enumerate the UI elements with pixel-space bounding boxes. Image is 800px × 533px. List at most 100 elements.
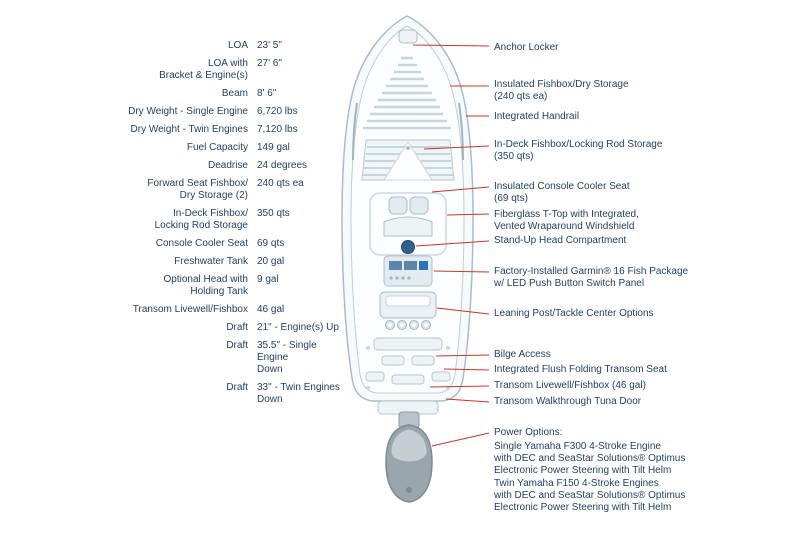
leader-garmin [433, 270, 490, 273]
leader-t-top [446, 213, 490, 216]
spec-value: 9 gal [257, 274, 279, 285]
transom-seat-hatch [373, 337, 443, 351]
spec-label: Optional Head with Holding Tank [163, 274, 249, 297]
leader-cooler-seat [431, 186, 490, 193]
tuna-door [431, 371, 451, 382]
spec-row: Draft 33" - Twin Engines Down [96, 382, 348, 406]
spec-label: Forward Seat Fishbox/ Dry Storage (2) [147, 178, 248, 201]
spec-value: 24 degrees [257, 160, 308, 171]
leader-tuna-door [445, 398, 490, 403]
callout-label: Integrated Handrail [494, 111, 580, 122]
anchor-locker [398, 29, 418, 44]
leader-power-options [431, 432, 490, 447]
spec-label: Draft [226, 382, 248, 393]
spec-label: Deadrise [207, 160, 248, 171]
spec-label: Dry Weight - Twin Engines [130, 124, 248, 135]
spec-row: Draft 35.5" - Single Engine Down [96, 340, 348, 376]
spec-row: In-Deck Fishbox/ Locking Rod Storage 350 … [96, 208, 348, 232]
garmin-screen [389, 261, 402, 270]
leader-transom-livewell [429, 385, 490, 388]
callout-label: In-Deck Fishbox/Locking Rod Storage (350… [494, 139, 663, 162]
spec-row: Freshwater Tank 20 gal [96, 256, 348, 268]
transom-livewell [391, 374, 425, 385]
spec-value: 240 qts ea [257, 178, 304, 189]
spec-row: Dry Weight - Single Engine 6,720 lbs [96, 106, 348, 118]
spec-row: LOA with Bracket & Engine(s) 27' 6" [96, 58, 348, 82]
spec-row: Deadrise 24 degrees [96, 160, 348, 172]
spec-label: LOA with Bracket & Engine(s) [159, 58, 248, 81]
spec-label: Draft [226, 340, 248, 351]
leader-anchor-locker [412, 44, 490, 47]
spec-value: 8' 6" [257, 88, 277, 99]
callout-label: Fiberglass T-Top with Integrated, Vented… [494, 209, 639, 232]
leader-indeck-fishbox [423, 145, 490, 150]
spec-value: 35.5" - Single Engine Down [257, 340, 317, 375]
spec-row: Beam 8' 6" [96, 88, 348, 100]
callout-label: Transom Livewell/Fishbox (46 gal) [494, 380, 646, 391]
spec-value: 350 qts [257, 208, 290, 219]
callout-label: Stand-Up Head Compartment [494, 235, 627, 246]
leader-bilge [435, 354, 490, 357]
callout-label: Anchor Locker [494, 42, 559, 53]
spec-row: Transom Livewell/Fishbox 46 gal [96, 304, 348, 316]
t-top-outline [369, 192, 447, 256]
bow-fishbox-ribs [363, 56, 451, 130]
aft-deck [365, 337, 451, 390]
leader-leaning-post [436, 307, 490, 315]
rod-holders [385, 320, 431, 330]
spec-label: Freshwater Tank [174, 256, 248, 267]
console-windshield [383, 216, 433, 237]
spec-label: Transom Livewell/Fishbox [132, 304, 248, 315]
spec-row: Optional Head with Holding Tank 9 gal [96, 274, 348, 298]
handrail [352, 102, 464, 161]
spec-label: Beam [221, 88, 248, 99]
switch-panel [419, 261, 428, 270]
spec-row: Fuel Capacity 149 gal [96, 142, 348, 154]
callout-label: Insulated Console Cooler Seat (69 qts) [494, 181, 630, 204]
spec-value: 149 gal [257, 142, 290, 153]
leaning-post [379, 291, 437, 330]
leader-head-compartment [415, 240, 490, 247]
spec-label: LOA [227, 40, 248, 51]
callout-label: Integrated Flush Folding Transom Seat [494, 364, 667, 375]
spec-row: Dry Weight - Twin Engines 7,120 lbs [96, 124, 348, 136]
spec-label: Fuel Capacity [186, 142, 248, 153]
spec-label: Console Cooler Seat [155, 238, 248, 249]
console-cooler-seat [383, 196, 433, 237]
spec-value: 21" - Engine(s) Up [257, 322, 339, 333]
spec-row: LOA 23' 5" [96, 40, 348, 52]
spec-value: 20 gal [257, 256, 285, 267]
forward-seat-fishbox [361, 139, 455, 181]
spec-value: 33" - Twin Engines Down [257, 382, 340, 405]
power-option-single: Single Yamaha F300 4-Stroke Engine with … [494, 441, 686, 476]
helm-console [383, 255, 433, 287]
outboard-engine [385, 411, 433, 503]
spec-label: Dry Weight - Single Engine [128, 106, 248, 117]
callout-label: Factory-Installed Garmin® 16 Fish Packag… [494, 266, 689, 289]
callout-label: Leaning Post/Tackle Center Options [494, 308, 654, 319]
power-option-twin: Twin Yamaha F150 4-Stroke Engines with D… [494, 478, 686, 513]
callout-label: Bilge Access [494, 349, 551, 360]
spec-row: Forward Seat Fishbox/ Dry Storage (2) 240… [96, 178, 348, 202]
power-options-heading: Power Options: [494, 427, 563, 438]
spec-value: 27' 6" [257, 58, 282, 69]
leader-lines [412, 44, 490, 447]
bilge-hatch [381, 355, 405, 366]
callout-label: Transom Walkthrough Tuna Door [494, 396, 642, 407]
spec-value: 7,120 lbs [257, 124, 298, 135]
power-options: Power Options: Single Yamaha F300 4-Stro… [494, 427, 794, 515]
spec-value: 46 gal [257, 304, 285, 315]
spec-label: In-Deck Fishbox/ Locking Rod Storage [154, 208, 248, 231]
head-compartment [401, 240, 415, 254]
bilge-hatch [411, 355, 435, 366]
spec-value: 6,720 lbs [257, 106, 298, 117]
garmin-screen [404, 261, 417, 270]
callout-label: Insulated Fishbox/Dry Storage (240 qts e… [494, 79, 629, 102]
leader-transom-seat [443, 368, 490, 371]
spec-value: 23' 5" [257, 40, 282, 51]
